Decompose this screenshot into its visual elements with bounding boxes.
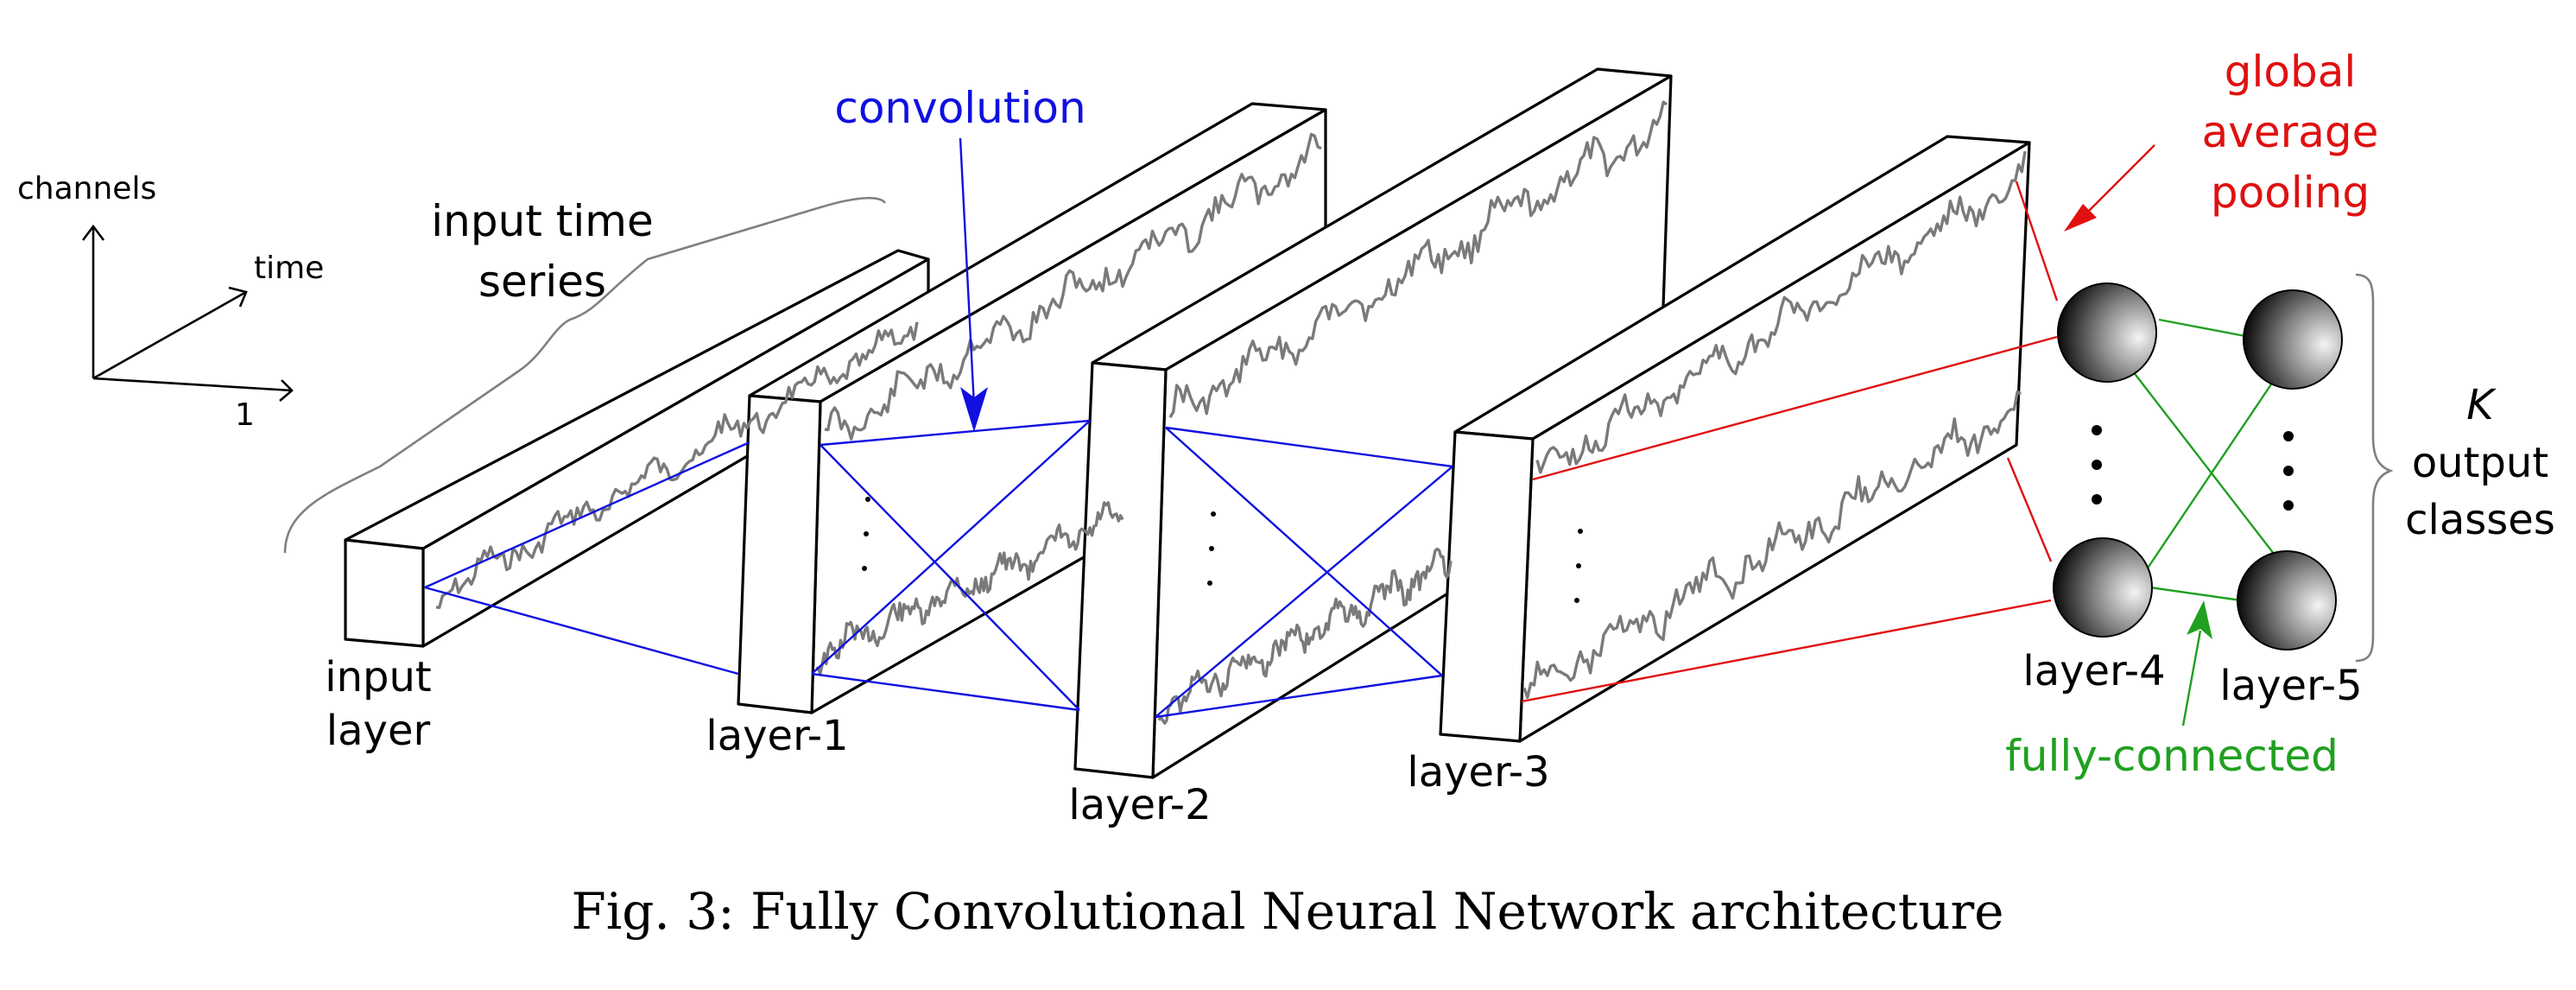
layer-4-neuron-bottom bbox=[2053, 537, 2153, 638]
layer-5-ellipsis bbox=[2283, 431, 2294, 511]
layer-1-wave-top bbox=[824, 132, 1322, 441]
axes-icon bbox=[81, 224, 294, 402]
layer-3-ellipsis bbox=[1574, 529, 1583, 603]
classes-label: classes bbox=[2405, 496, 2555, 544]
layer-2-wave-bottom bbox=[1157, 547, 1453, 725]
layer-2-ellipsis bbox=[1207, 511, 1216, 586]
gap-label-line2: average bbox=[2202, 107, 2379, 157]
fully-connected-label: fully-connected bbox=[2005, 731, 2339, 781]
layer-3-box bbox=[1439, 135, 2031, 743]
axis-label-time: time bbox=[254, 251, 324, 286]
pooling-connections bbox=[1521, 181, 2059, 703]
axis-label-one: 1 bbox=[235, 397, 255, 433]
layer-1-label: layer-1 bbox=[706, 712, 848, 760]
convolution-arrow bbox=[959, 137, 988, 432]
layer-4-label: layer-4 bbox=[2022, 647, 2165, 695]
gap-label-line1: global bbox=[2225, 47, 2357, 97]
layer-2-label: layer-2 bbox=[1068, 781, 1211, 829]
fully-connected-connections bbox=[2132, 318, 2281, 602]
layer-3-wave-bottom bbox=[1522, 390, 2022, 700]
convolution-label: convolution bbox=[834, 83, 1085, 133]
layer-3-wave-top bbox=[1535, 150, 2027, 474]
k-label: K bbox=[2466, 381, 2497, 429]
input-series-label-line2: series bbox=[478, 257, 606, 307]
output-classes-brace bbox=[2355, 273, 2394, 663]
input-layer-label-line1: input bbox=[325, 653, 431, 701]
layer-2-box bbox=[1073, 67, 1673, 779]
layer-2-wave-top bbox=[1168, 100, 1668, 419]
convolution-connections bbox=[424, 419, 1453, 719]
input-layer-label-line2: layer bbox=[326, 707, 431, 755]
layer-3-label: layer-3 bbox=[1407, 748, 1549, 796]
axis-label-channels: channels bbox=[17, 171, 156, 206]
layer-4-neuron-top bbox=[2057, 282, 2157, 383]
time-series-waves bbox=[435, 100, 2027, 725]
layer-1-ellipsis bbox=[862, 497, 870, 571]
layer-5-label: layer-5 bbox=[2219, 662, 2362, 710]
gap-label-line3: pooling bbox=[2211, 168, 2370, 218]
layer-5-neuron-top bbox=[2243, 289, 2343, 390]
input-layer-box bbox=[344, 249, 930, 648]
gap-arrow bbox=[2064, 144, 2155, 232]
fully-connected-arrow bbox=[2181, 600, 2212, 727]
layer-4-ellipsis bbox=[2092, 425, 2102, 505]
figure-caption: Fig. 3: Fully Convolutional Neural Netwo… bbox=[571, 882, 2003, 941]
output-label: output bbox=[2412, 439, 2548, 487]
input-series-label-line1: input time bbox=[431, 196, 653, 246]
layer-1-box bbox=[737, 102, 1327, 714]
layer-5-neuron-bottom bbox=[2237, 550, 2337, 650]
input-series-wave bbox=[435, 321, 919, 609]
layer-1-wave-bottom bbox=[815, 501, 1124, 676]
input-series-brace bbox=[283, 196, 887, 554]
